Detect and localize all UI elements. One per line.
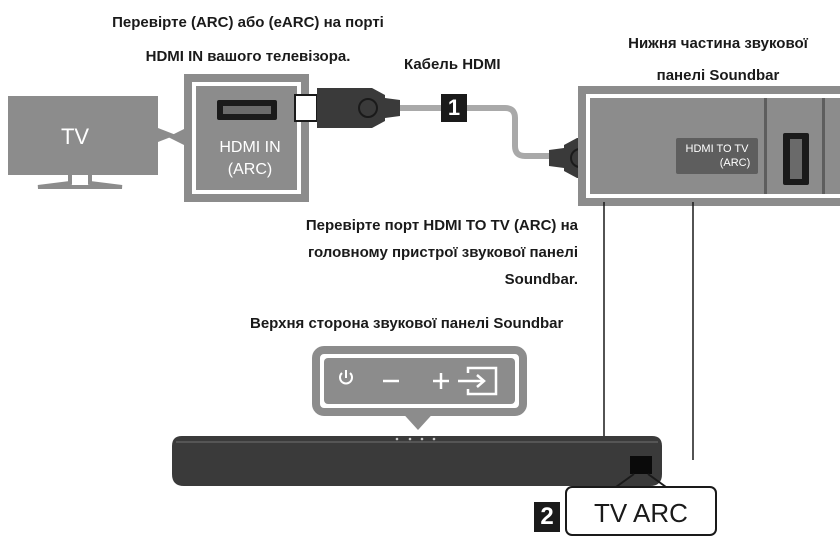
tv-arc-callout	[565, 473, 717, 536]
tv-label: TV	[61, 124, 89, 149]
soundbar-bottom-label: Нижня частина звукової панелі Soundbar	[598, 28, 838, 92]
hdmi-in-label-line1: HDMI IN	[219, 139, 280, 156]
check-port-text: Перевірте порт HDMI TO TV (ARC) на голов…	[228, 212, 578, 293]
tv-arc-label: TV ARC	[594, 498, 688, 528]
soundbar-bottom-line2: панелі Soundbar	[656, 67, 780, 84]
soundbar-bottom-line1: Нижня частина звукової	[628, 35, 808, 52]
source-icon	[458, 366, 498, 396]
hdmi-to-tv-label-line2: (ARC)	[720, 157, 751, 169]
hdmi-to-tv-label-line1: HDMI TO TV	[686, 143, 750, 155]
hdmi-in-label-line2: (ARC)	[228, 161, 272, 178]
soundbar-bottom-panel	[578, 86, 840, 460]
check-port-line1: Перевірте порт HDMI TO TV (ARC) на	[305, 217, 578, 234]
check-port-line3: Soundbar.	[504, 271, 578, 288]
check-arc-line1: Перевірте (ARC) або (eARC) на порті	[112, 14, 384, 31]
check-arc-text: Перевірте (ARC) або (eARC) на порті HDMI…	[98, 6, 398, 74]
soundbar	[172, 436, 662, 486]
plus-icon	[433, 373, 449, 389]
control-panel-callout	[312, 346, 527, 430]
power-icon	[339, 370, 353, 385]
check-port-line2: головному пристрої звукової панелі	[307, 244, 578, 261]
tv-illustration	[8, 96, 176, 189]
check-arc-line2: HDMI IN вашого телевізора.	[145, 48, 351, 65]
hdmi-in-panel	[168, 74, 309, 202]
step-2-badge: 2	[534, 502, 560, 532]
step-1-badge: 1	[441, 94, 467, 122]
hdmi-cable-label: Кабель HDMI	[404, 56, 501, 73]
soundbar-top-label: Верхня сторона звукової панелі Soundbar	[250, 315, 564, 332]
